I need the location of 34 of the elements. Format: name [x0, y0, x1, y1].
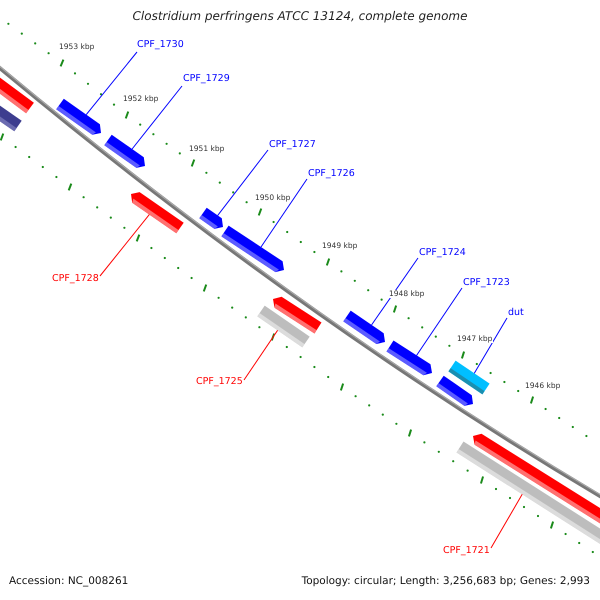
leader-line [217, 150, 268, 216]
gene-label: CPF_1730 [137, 40, 184, 50]
gene-label: CPF_1726 [308, 169, 355, 180]
gene-bar [386, 340, 432, 376]
gene-bar [456, 442, 600, 546]
gene-bar [131, 192, 184, 234]
gene-label: CPF_1728 [52, 274, 99, 284]
gene-bar [343, 310, 385, 344]
gene-label: CPF_1721 [443, 546, 490, 556]
gene-bar [0, 104, 22, 132]
gene-bar [199, 208, 223, 229]
leader-line [371, 258, 418, 326]
gene-bar [0, 76, 34, 114]
leader-line [416, 288, 462, 356]
gene-bar [104, 134, 145, 168]
accession-text: Accession: NC_008261 [9, 576, 128, 588]
leader-line [260, 178, 308, 248]
gene-label: CPF_1723 [463, 278, 510, 288]
gene-bar [257, 306, 310, 348]
gene-label: CPF_1727 [269, 140, 316, 150]
gene-label: dut [508, 308, 524, 318]
genome-info-text: Topology: circular; Length: 3,256,683 bp; Genes: 2,993 [302, 576, 590, 588]
leader-line [244, 330, 278, 380]
title: Clostridium perfringens ATCC 13124, complete genome [132, 10, 468, 24]
gene-bar [221, 226, 284, 272]
gene-label: CPF_1725 [196, 377, 243, 388]
leader-line [100, 214, 150, 276]
leader-line [474, 318, 508, 374]
gene-label: CPF_1724 [419, 248, 466, 258]
gene-bar [436, 376, 473, 406]
gene-bar [56, 98, 101, 135]
leader-line [86, 52, 138, 116]
gene-label: CPF_1729 [183, 74, 230, 84]
leader-line [132, 86, 182, 150]
